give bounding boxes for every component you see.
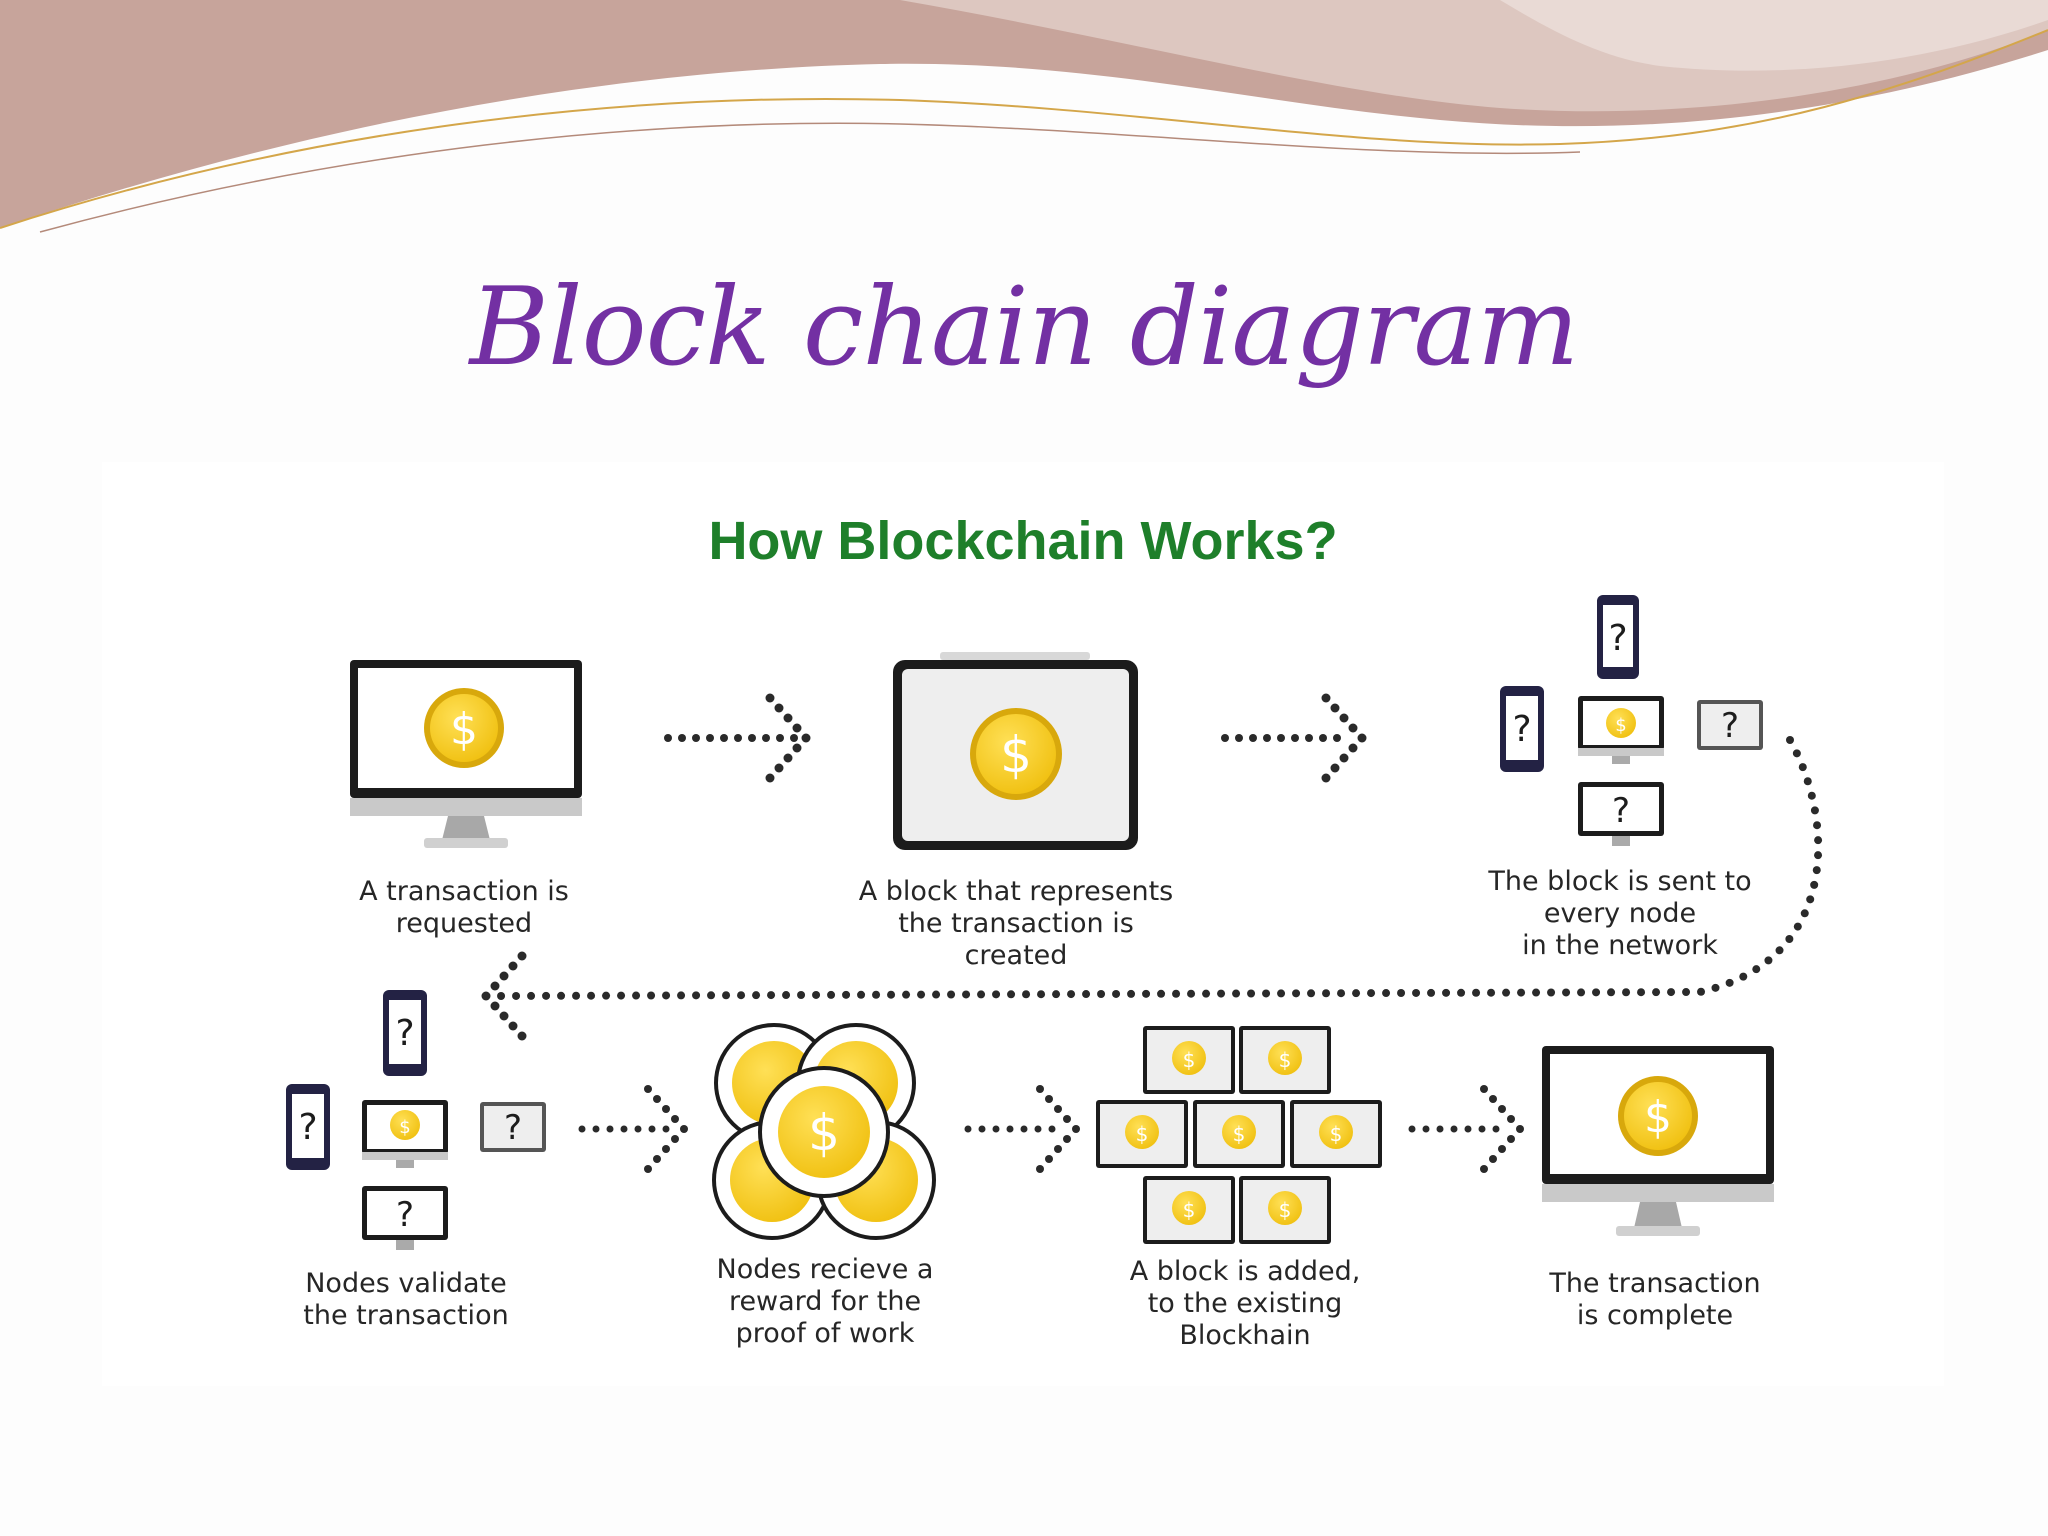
svg-text:$: $: [808, 1104, 840, 1162]
svg-text:?: ?: [1608, 618, 1627, 659]
monitor-coin-icon: $: [1542, 1046, 1774, 1236]
svg-text:$: $: [1615, 715, 1626, 736]
monitor-coin-icon: $: [350, 660, 582, 848]
svg-text:?: ?: [1721, 706, 1739, 746]
svg-text:?: ?: [1512, 709, 1531, 750]
flow-arrows: [481, 693, 1823, 1173]
step-7-caption: The transaction is complete: [1549, 1268, 1761, 1331]
svg-text:$: $: [1183, 1048, 1196, 1072]
tablet-coin-icon: $: [893, 652, 1138, 850]
svg-text:$: $: [1000, 726, 1032, 784]
svg-text:$: $: [399, 1117, 410, 1138]
svg-text:$: $: [450, 704, 478, 755]
svg-text:?: ?: [396, 1195, 414, 1235]
coin-cluster-icon: $: [712, 1023, 936, 1240]
diagram-title: How Blockchain Works?: [708, 511, 1338, 571]
header-banner-decoration: [0, 0, 2048, 233]
svg-text:?: ?: [395, 1013, 414, 1054]
svg-text:$: $: [1233, 1122, 1246, 1146]
step-3-caption: The block is sent to every node in the n…: [1488, 866, 1752, 961]
svg-text:$: $: [1644, 1092, 1672, 1143]
svg-text:?: ?: [298, 1107, 317, 1148]
svg-text:$: $: [1279, 1198, 1292, 1222]
svg-text:$: $: [1279, 1048, 1292, 1072]
svg-text:?: ?: [504, 1108, 522, 1148]
block-grid-icon: $ $ $ $ $ $ $: [1096, 1026, 1382, 1244]
device-network-icon: ? ? $ ? ?: [1500, 595, 1763, 846]
svg-text:$: $: [1136, 1122, 1149, 1146]
slide-title: Block chain diagram: [469, 265, 1580, 390]
svg-text:?: ?: [1612, 791, 1630, 831]
step-5-caption: Nodes recieve a reward for the proof of …: [716, 1254, 934, 1349]
step-1-caption: A transaction is requested: [359, 876, 569, 939]
step-2-caption: A block that represents the transaction …: [858, 876, 1174, 971]
device-network-icon: ? ? $ ? ?: [286, 990, 546, 1250]
step-6-caption: A block is added, to the existing Blockh…: [1129, 1256, 1361, 1351]
svg-text:$: $: [1330, 1122, 1343, 1146]
svg-text:$: $: [1183, 1198, 1196, 1222]
step-4-caption: Nodes validate the transaction: [303, 1268, 509, 1331]
